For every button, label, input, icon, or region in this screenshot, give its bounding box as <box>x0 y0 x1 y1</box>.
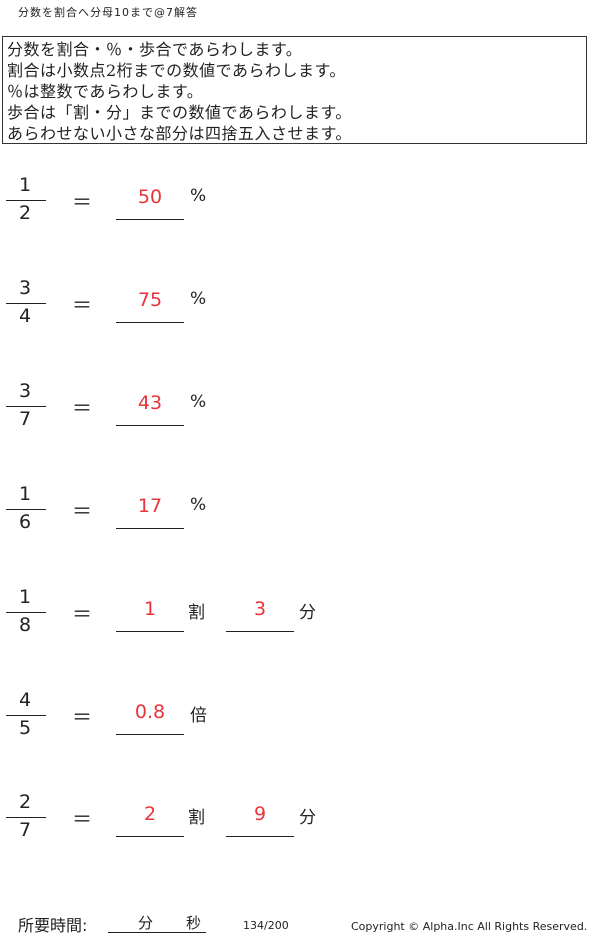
time-label: 所要時間: <box>18 916 88 935</box>
answer-value: 9 <box>253 803 267 825</box>
fraction: 2 7 <box>4 791 46 851</box>
page-number: 134/200 <box>243 919 289 932</box>
denominator: 7 <box>18 819 32 841</box>
instruction-line: 分数を割合・％・歩合であらわします。 <box>7 40 303 59</box>
numerator: 3 <box>18 380 32 402</box>
unit-label: 割 <box>188 808 205 828</box>
numerator: 1 <box>18 174 32 196</box>
equals-sign: ＝ <box>72 396 92 420</box>
minutes-label: 分 <box>138 914 154 932</box>
denominator: 8 <box>18 614 32 636</box>
unit-label: 分 <box>299 808 316 828</box>
seconds-label: 秒 <box>186 914 202 932</box>
worksheet-title: 分数を割合へ分母10まで@7解答 <box>18 6 198 19</box>
equals-sign: ＝ <box>72 499 92 523</box>
denominator: 2 <box>18 202 32 224</box>
instructions-box: 分数を割合・％・歩合であらわします。 割合は小数点2桁までの数値であらわします。… <box>2 36 587 144</box>
equals-sign: ＝ <box>72 293 92 317</box>
denominator: 7 <box>18 408 32 430</box>
problem-row: 1 2 ＝ 50 % <box>0 174 600 244</box>
answer-blank-wari[interactable]: 2 <box>116 791 184 837</box>
fraction: 1 2 <box>4 174 46 234</box>
denominator: 6 <box>18 511 32 533</box>
problem-row: 2 7 ＝ 2 割 9 分 <box>0 791 600 861</box>
answer-blank-bu[interactable]: 3 <box>226 586 294 632</box>
fraction-bar <box>6 612 46 613</box>
unit-label: 倍 <box>190 706 207 726</box>
fraction-bar <box>6 303 46 304</box>
answer-value: 2 <box>143 803 157 825</box>
problem-row: 3 4 ＝ 75 % <box>0 277 600 347</box>
unit-label: 割 <box>188 603 205 623</box>
answer-value: 75 <box>137 289 163 311</box>
answer-blank[interactable]: 50 <box>116 174 184 220</box>
answer-value: 1 <box>143 598 157 620</box>
numerator: 1 <box>18 483 32 505</box>
instruction-line: 歩合は「割・分」までの数値であらわします。 <box>7 103 352 122</box>
fraction-bar <box>6 406 46 407</box>
unit-label: % <box>190 289 207 309</box>
fraction: 1 6 <box>4 483 46 543</box>
answer-value: 0.8 <box>134 701 166 723</box>
problem-row: 4 5 ＝ 0.8 倍 <box>0 689 600 759</box>
numerator: 3 <box>18 277 32 299</box>
answer-value: 3 <box>253 598 267 620</box>
instruction-line: 割合は小数点2桁までの数値であらわします。 <box>7 61 346 80</box>
answer-value: 17 <box>137 495 163 517</box>
numerator: 2 <box>18 791 32 813</box>
copyright-text: Copyright © Alpha.Inc All Rights Reserve… <box>351 920 588 933</box>
denominator: 5 <box>18 717 32 739</box>
unit-label: 分 <box>299 603 316 623</box>
instruction-line: ％は整数であらわします。 <box>7 82 204 101</box>
answer-blank[interactable]: 0.8 <box>116 689 184 735</box>
time-blank[interactable] <box>108 912 206 933</box>
unit-label: % <box>190 186 207 206</box>
numerator: 1 <box>18 586 32 608</box>
equals-sign: ＝ <box>72 190 92 214</box>
problem-row: 1 6 ＝ 17 % <box>0 483 600 553</box>
denominator: 4 <box>18 305 32 327</box>
answer-blank[interactable]: 17 <box>116 483 184 529</box>
fraction: 3 7 <box>4 380 46 440</box>
fraction: 1 8 <box>4 586 46 646</box>
answer-blank[interactable]: 75 <box>116 277 184 323</box>
answer-blank-bu[interactable]: 9 <box>226 791 294 837</box>
answer-value: 50 <box>137 186 163 208</box>
fraction: 3 4 <box>4 277 46 337</box>
answer-blank[interactable]: 43 <box>116 380 184 426</box>
fraction: 4 5 <box>4 689 46 749</box>
problem-row: 3 7 ＝ 43 % <box>0 380 600 450</box>
instruction-line: あらわせない小さな部分は四捨五入させます。 <box>7 124 352 143</box>
numerator: 4 <box>18 689 32 711</box>
fraction-bar <box>6 509 46 510</box>
fraction-bar <box>6 715 46 716</box>
fraction-bar <box>6 200 46 201</box>
unit-label: % <box>190 495 207 515</box>
equals-sign: ＝ <box>72 602 92 626</box>
fraction-bar <box>6 817 46 818</box>
equals-sign: ＝ <box>72 807 92 831</box>
problem-row: 1 8 ＝ 1 割 3 分 <box>0 586 600 656</box>
unit-label: % <box>190 392 207 412</box>
answer-value: 43 <box>137 392 163 414</box>
answer-blank-wari[interactable]: 1 <box>116 586 184 632</box>
equals-sign: ＝ <box>72 705 92 729</box>
